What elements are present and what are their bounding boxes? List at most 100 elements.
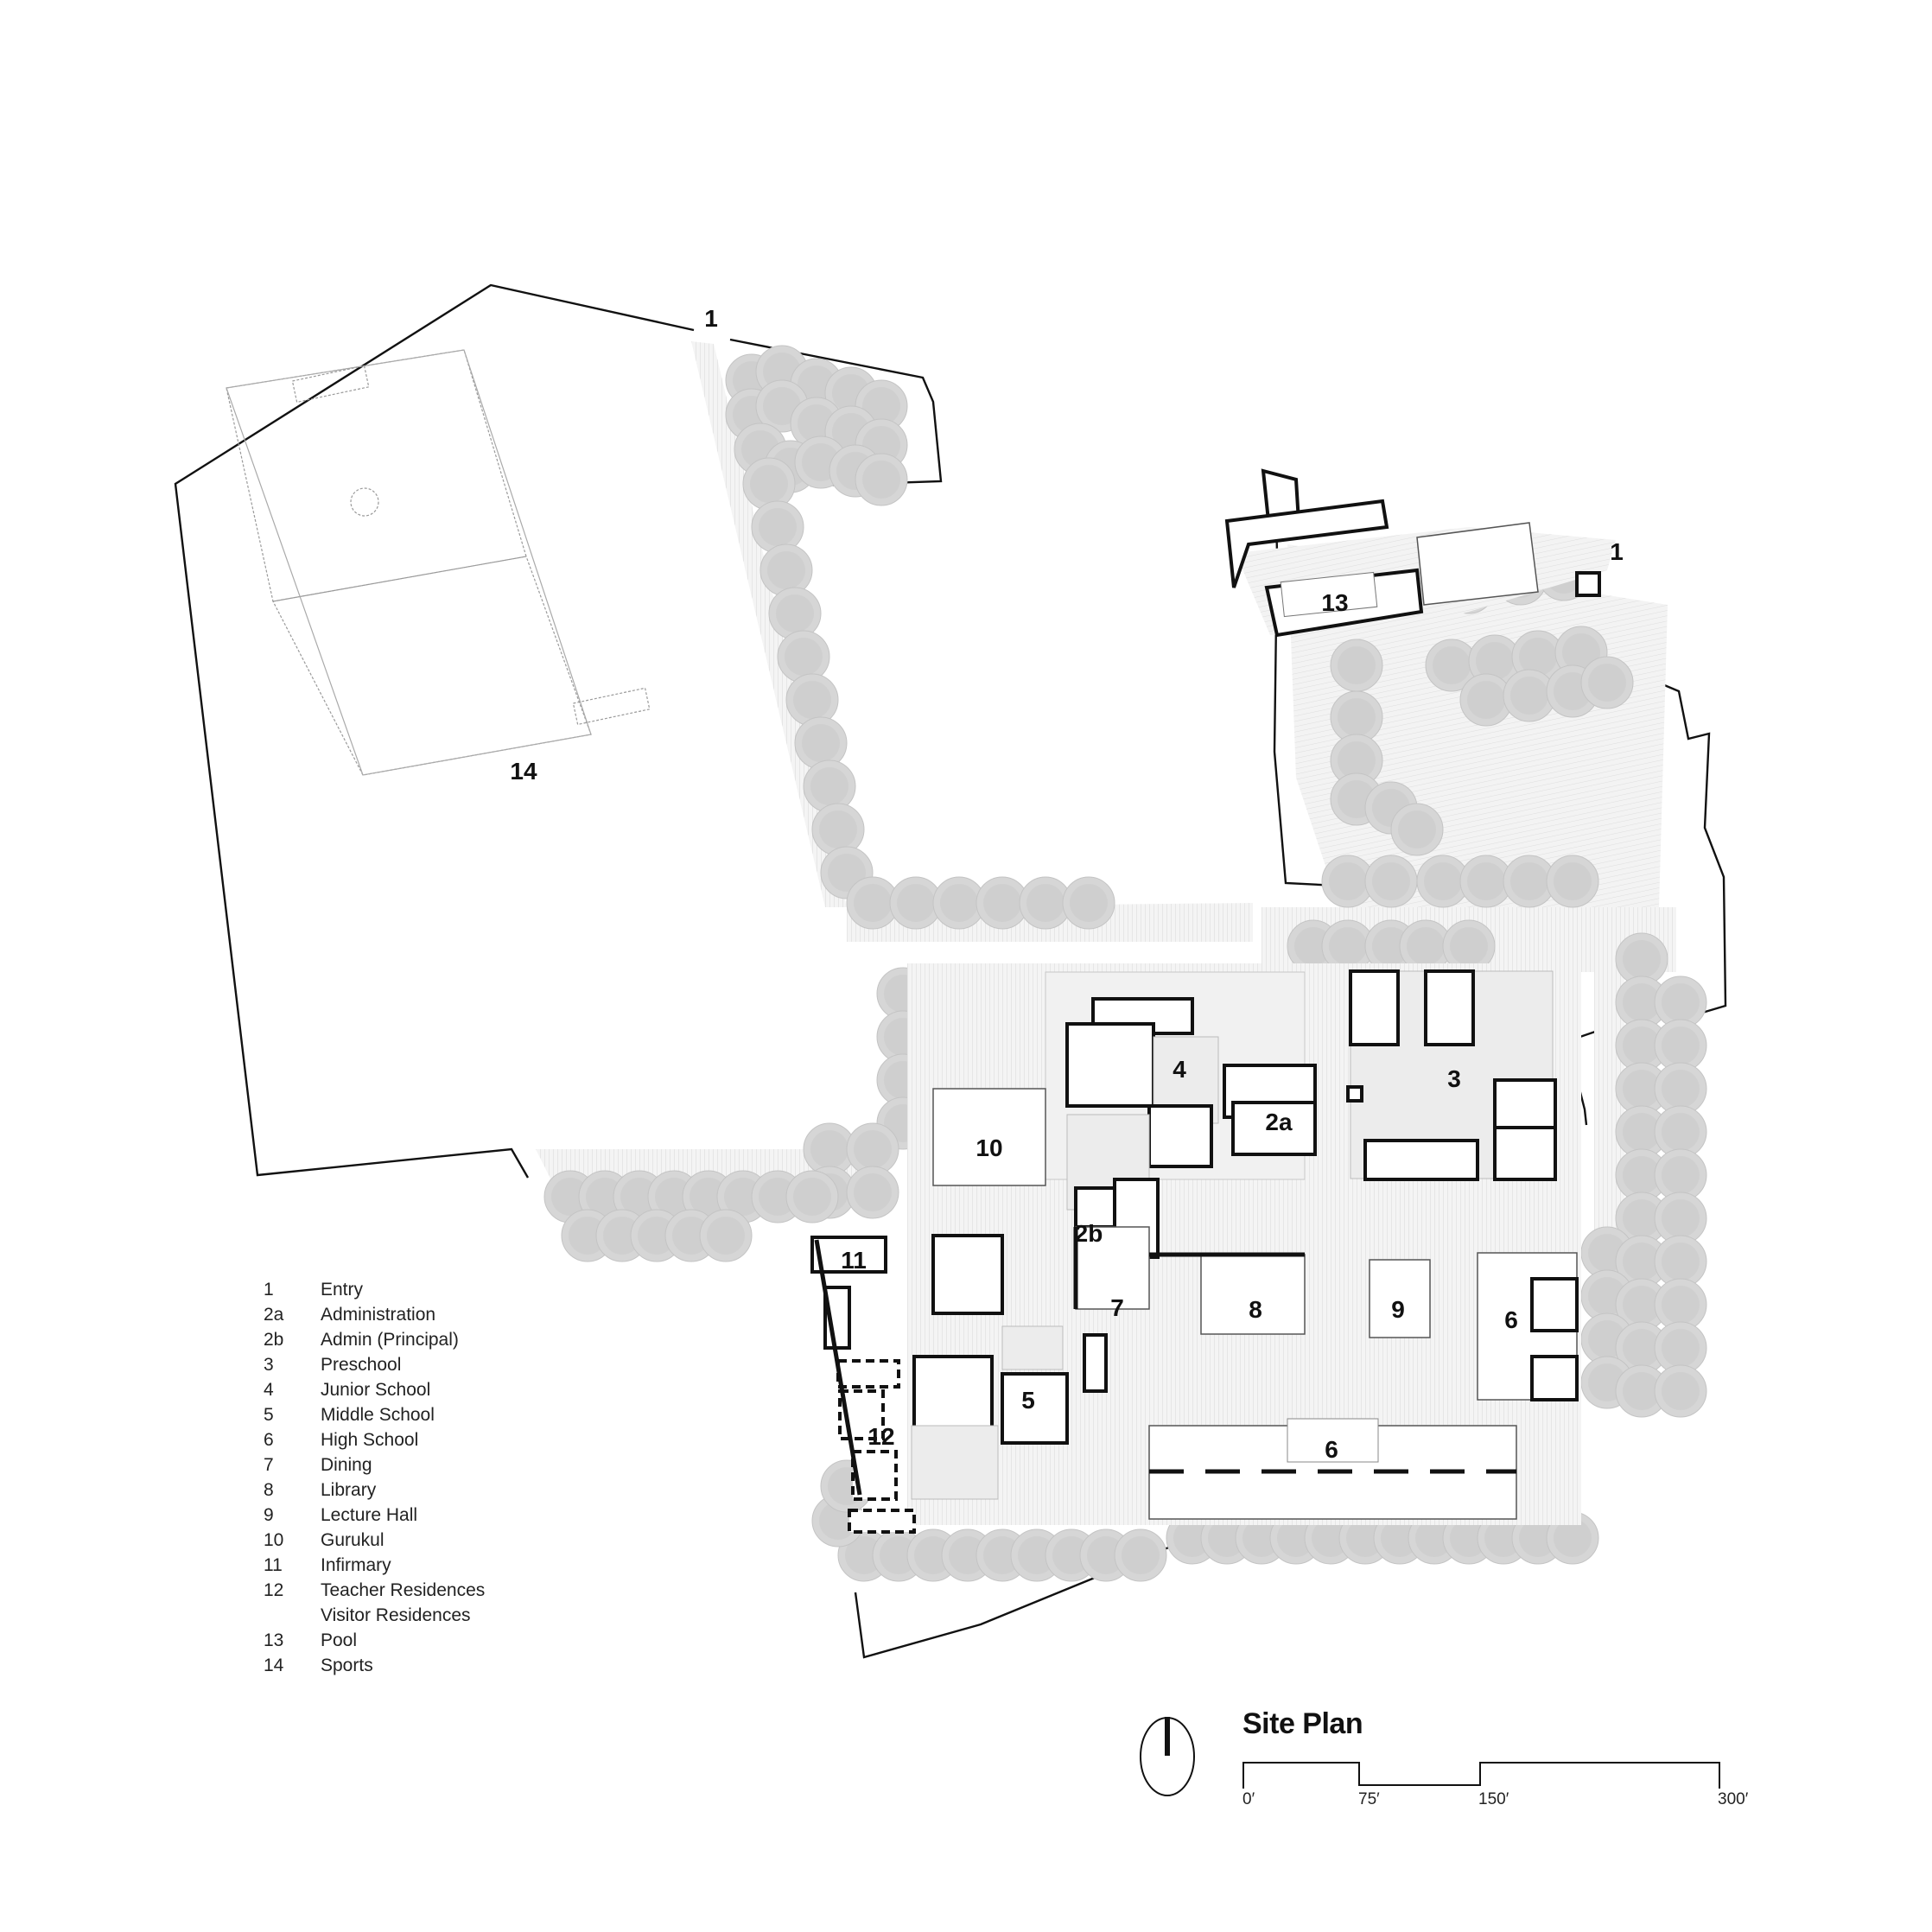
label-principal: 2b [1075,1220,1103,1247]
title-block: Site Plan 0′ 75′ 150′ 300′ [1139,1700,1795,1821]
residences [814,1239,916,1534]
legend-item-number: 3 [264,1355,274,1375]
legend-item-number: 5 [264,1405,274,1425]
lecture-hall-pavilion [1369,1259,1431,1338]
label-preschool: 3 [1447,1065,1461,1092]
legend-item-label: Dining [321,1455,372,1475]
legend-item: 2b Admin (Principal) [264,1327,485,1352]
tree-icon [803,759,856,813]
legend-item-number: 6 [264,1430,274,1450]
legend: 1 Entry 2a Administration 2b Admin (Principal… [264,1277,485,1678]
label-pool: 13 [1321,589,1348,616]
middle-school [911,1234,1108,1500]
legend-item-number: 11 [264,1555,283,1575]
label-entry-east: 1 [1610,538,1624,565]
label-sports: 14 [510,758,537,785]
label-middle-school: 5 [1021,1387,1035,1414]
legend-item-number: 13 [264,1630,284,1650]
scale-tick-300: 300′ [1718,1790,1749,1808]
tree-icon [1330,639,1383,692]
label-high-school-south: 6 [1325,1436,1338,1463]
tree-icon [768,587,822,640]
tree-icon [785,673,839,727]
legend-item: 3 Preschool [264,1352,485,1377]
legend-item-label: Lecture Hall [321,1505,418,1525]
legend-item-label: Administration [321,1305,436,1325]
tree-icon [742,457,796,511]
label-gurukul: 10 [976,1134,1002,1161]
legend-item: 10 Gurukul [264,1528,485,1553]
legend-item: 13 Pool [264,1628,485,1653]
tree-icon [751,500,804,554]
tree-icon [1364,855,1418,908]
label-residences: 12 [867,1423,894,1450]
label-high-school-east: 6 [1504,1306,1518,1333]
legend-item: 14 Sports [264,1653,485,1678]
legend-item: 12 Teacher Residences [264,1578,485,1603]
legend-item: Visitor Residences [264,1603,485,1628]
high-school-east [1477,1252,1579,1401]
label-library: 8 [1249,1296,1262,1323]
legend-item: 6 High School [264,1427,485,1452]
legend-item-label: Preschool [321,1355,402,1375]
label-entry-north: 1 [704,305,718,332]
scale-tick-150: 150′ [1478,1790,1509,1808]
legend-item-label: Middle School [321,1405,435,1425]
legend-item-number: 2a [264,1305,284,1325]
legend-item-number: 14 [264,1656,284,1675]
tree-icon [785,1170,839,1223]
legend-item-label: Sports [321,1656,373,1675]
label-administration: 2a [1265,1109,1293,1135]
scale-tick-75: 75′ [1358,1790,1380,1808]
tree-icon [1390,803,1444,856]
legend-item: 9 Lecture Hall [264,1503,485,1528]
tree-icon [1654,1364,1707,1418]
legend-item-label: Junior School [321,1380,431,1400]
legend-item-number: 12 [264,1580,284,1600]
pool-building [1224,468,1616,638]
sports-field [226,349,651,776]
tree-icon [1062,876,1115,930]
legend-item-label: Infirmary [321,1555,391,1575]
legend-item-label: Teacher Residences [321,1580,486,1600]
legend-item: 5 Middle School [264,1402,485,1427]
legend-item: 11 Infirmary [264,1553,485,1578]
map-labels: 1 1 13 14 4 2a 3 10 2b 7 8 9 6 6 5 11 12 [510,305,1623,1463]
scale-bar [1242,1762,1720,1789]
legend-item: 8 Library [264,1478,485,1503]
legend-item-number: 10 [264,1530,284,1550]
tree-icon [1114,1528,1167,1582]
legend-item-label: Pool [321,1630,358,1650]
gurukul-pavilion [932,1088,1046,1186]
legend-item-number: 7 [264,1455,274,1475]
high-school-south [1148,1418,1517,1520]
preschool-building [1346,969,1557,1181]
tree-icon [846,1166,899,1219]
tree-icon [855,453,908,506]
legend-item-number: 9 [264,1505,274,1525]
legend-item-number: 8 [264,1480,274,1500]
library-pavilion [1149,1252,1306,1335]
tree-icon [759,543,813,597]
tree-icon [1546,855,1599,908]
page-title: Site Plan [1242,1707,1363,1740]
legend-item-number: 2b [264,1330,284,1350]
legend-item: 7 Dining [264,1452,485,1478]
tree-icon [699,1209,753,1262]
label-junior-school: 4 [1173,1056,1186,1083]
legend-item-label: High School [321,1430,419,1450]
tree-icon [811,803,865,856]
legend-item-label: Entry [321,1280,364,1300]
dining-hall [1073,1226,1150,1310]
legend-item-number: 1 [264,1280,274,1300]
legend-item: 2a Administration [264,1302,485,1327]
label-infirmary: 11 [841,1247,867,1274]
label-lecture-hall: 9 [1391,1296,1405,1323]
legend-item: 1 Entry [264,1277,485,1302]
legend-item-label: Admin (Principal) [321,1330,459,1350]
legend-item-label: Library [321,1480,377,1500]
legend-item-label: Visitor Residences [321,1605,471,1625]
legend-item-label: Gurukul [321,1530,384,1550]
